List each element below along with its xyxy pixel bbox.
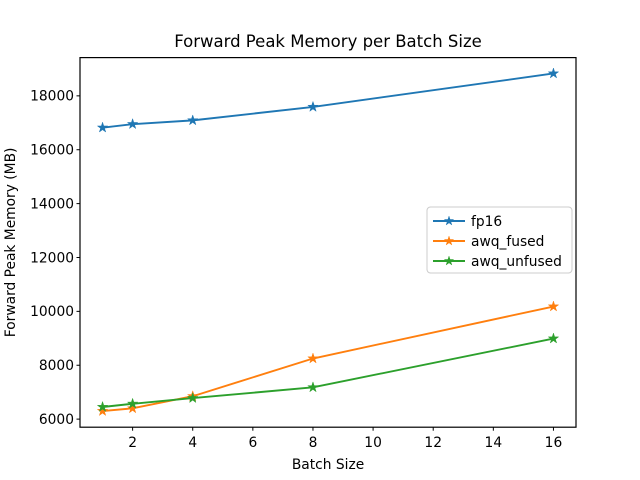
series-marker-fp16 xyxy=(126,117,139,130)
series-marker-awq_fused xyxy=(307,352,319,364)
legend-label-awq_unfused: awq_unfused xyxy=(471,254,562,270)
y-tick-label: 18000 xyxy=(30,89,74,105)
legend-label-fp16: fp16 xyxy=(471,214,502,230)
series-line-awq_fused xyxy=(101,305,555,412)
x-tick-label: 16 xyxy=(545,435,563,451)
x-tick-label: 10 xyxy=(364,435,382,451)
series-line-fp16 xyxy=(101,72,555,129)
y-tick-label: 8000 xyxy=(39,358,74,374)
legend-marker xyxy=(443,215,455,226)
series-marker-awq_fused xyxy=(547,300,560,312)
chart-title: Forward Peak Memory per Batch Size xyxy=(174,32,482,51)
x-tick-label: 12 xyxy=(424,435,442,451)
series-marker-awq_unfused xyxy=(96,400,109,413)
series-marker-awq_fused xyxy=(96,404,109,417)
series-marker-fp16 xyxy=(307,100,319,112)
y-tick-label: 10000 xyxy=(30,304,74,320)
series-marker-awq_unfused xyxy=(126,397,139,409)
plot-area: 2 4 6 8 10 12 14 16 6000 8000 10000 12000 14000 16000… xyxy=(30,56,577,451)
series-marker-awq_unfused xyxy=(186,391,199,404)
x-tick-label: 14 xyxy=(485,435,503,451)
legend: fp16 awq_fused awq_unfused xyxy=(426,206,573,274)
x-tick-label: 6 xyxy=(248,435,257,451)
series-marker-fp16 xyxy=(96,121,109,133)
legend-box xyxy=(426,206,573,274)
series-marker-fp16 xyxy=(547,67,560,79)
series-marker-fp16 xyxy=(186,114,199,126)
series-marker-awq_unfused xyxy=(547,332,560,344)
series-line-awq_unfused xyxy=(101,337,555,408)
legend-marker xyxy=(443,255,455,266)
y-tick-label: 12000 xyxy=(30,250,74,266)
y-tick-label: 16000 xyxy=(30,143,74,159)
x-axis-label: Batch Size xyxy=(292,457,364,473)
y-tick-label: 14000 xyxy=(30,196,74,212)
axes-spines xyxy=(79,56,577,428)
x-tick-label: 2 xyxy=(128,435,137,451)
y-tick-label: 6000 xyxy=(39,412,74,428)
x-tick-label: 8 xyxy=(309,435,318,451)
series-marker-awq_unfused xyxy=(307,381,319,393)
series-marker-awq_fused xyxy=(126,402,139,414)
legend-marker xyxy=(443,235,455,246)
y-axis-label: Forward Peak Memory (MB) xyxy=(3,148,19,338)
x-tick-label: 4 xyxy=(188,435,197,451)
legend-label-awq_fused: awq_fused xyxy=(471,234,544,250)
